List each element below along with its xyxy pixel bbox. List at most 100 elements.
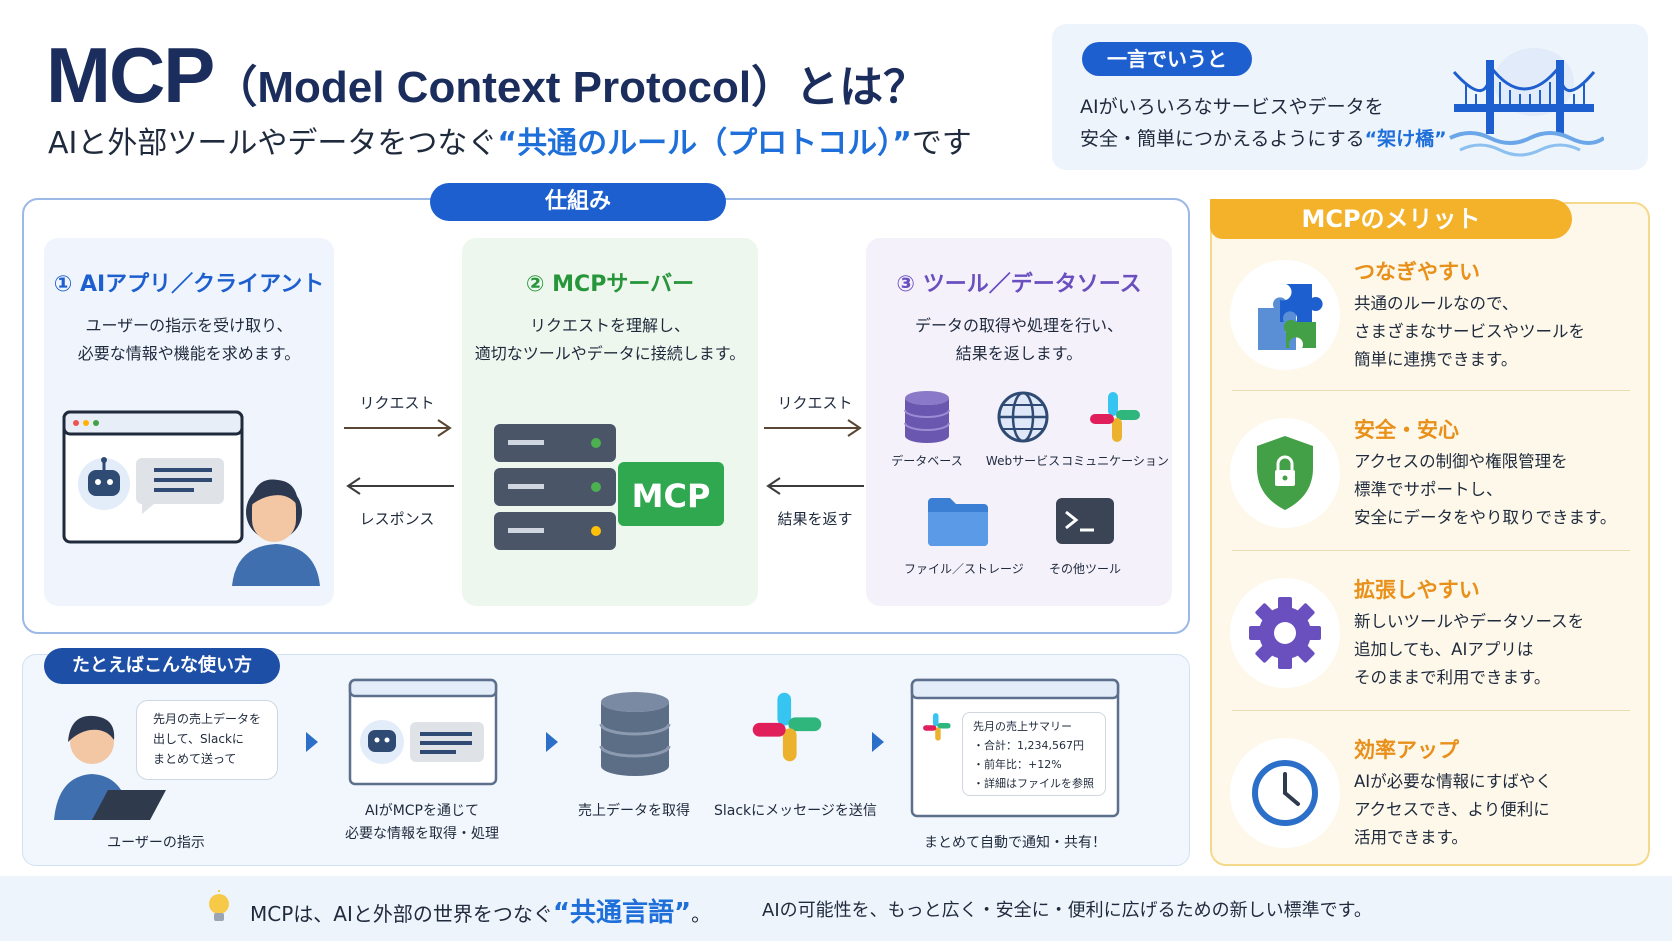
merit-item-efficiency: 効率アップ AIが必要な情報にすばやく アクセスでき、より便利に 活用できます。	[1230, 734, 1630, 884]
bridge-icon	[1449, 48, 1604, 157]
mcp-badge: MCP	[631, 477, 711, 515]
merit-item-secure: 安全・安心 アクセスの制御や権限管理を 標準でサポートし、 安全にデータをやり取…	[1230, 414, 1630, 564]
step-sales-label: 売上データを取得	[578, 803, 690, 819]
step-arrow-icon	[546, 732, 558, 752]
bubble-line2: 出して、Slackに	[153, 732, 244, 746]
summary-detail: ・詳細はファイルを参照	[973, 777, 1094, 790]
slack-icon	[1090, 392, 1140, 442]
merit-desc-connect: 共通のルールなので、 さまざまなサービスやツールを 簡単に連携できます。	[1354, 290, 1585, 374]
folder-icon	[928, 498, 988, 546]
tool-communication-label: コミュニケーション	[1061, 454, 1169, 468]
server-panel: ② MCPサーバー リクエストを理解し、 適切なツールやデータに接続します。 M…	[462, 238, 758, 606]
tools-title: ③ ツール／データソース	[896, 272, 1142, 297]
merit-item-connect: つなぎやすい 共通のルールなので、 さまざまなサービスやツールを 簡単に連携でき…	[1230, 256, 1630, 406]
merit-divider	[1232, 550, 1630, 551]
merit-icon-bg	[1230, 738, 1340, 848]
database-icon	[904, 391, 950, 443]
tool-database-label: データベース	[891, 454, 963, 468]
step-arrow-icon	[306, 732, 318, 752]
merit-desc-secure: アクセスの制御や権限管理を 標準でサポートし、 安全にデータをやり取りできます。	[1354, 448, 1616, 532]
globe-icon	[997, 391, 1049, 443]
merit-connect-line3: 簡単に連携できます。	[1354, 350, 1518, 369]
slack-icon	[752, 692, 822, 762]
sales-summary-card: 先月の売上サマリー ・合計：1,234,567円 ・前年比：+12% ・詳細はフ…	[962, 712, 1106, 796]
server-desc: リクエストを理解し、 適切なツールやデータに接続します。	[462, 312, 758, 368]
server-stack-icon	[494, 424, 724, 550]
page-subtitle: AIと外部ツールやデータをつなぐ“共通のルール（プロトコル）”です	[48, 118, 972, 162]
sales-database-icon	[599, 692, 671, 776]
arrow-response-2-label: 結果を返す	[777, 510, 853, 528]
step-arrow-icon	[872, 732, 884, 752]
merit-title-secure: 安全・安心	[1354, 418, 1459, 442]
one-word-line2-pre: 安全・簡単につかえるようにする	[1080, 128, 1365, 150]
subtitle-highlight: “共通のルール（プロトコル）”	[497, 126, 912, 161]
user-with-laptop-icon	[54, 715, 166, 820]
summary-yoy: ・前年比：+12%	[973, 758, 1062, 771]
tools-desc-line1: データの取得や処理を行い、	[914, 316, 1123, 335]
clock-icon	[1252, 760, 1318, 826]
merit-extend-line2: 追加しても、AIアプリは	[1354, 640, 1534, 659]
example-label: たとえばこんな使い方	[44, 648, 280, 684]
one-word-label: 一言でいうと	[1082, 42, 1252, 76]
summary-title: 先月の売上サマリー	[973, 720, 1072, 733]
merit-divider	[1232, 390, 1630, 391]
tool-web-label: Webサービス	[985, 454, 1061, 468]
footer-pre: MCPは、AIと外部の世界をつなぐ	[250, 902, 553, 926]
merit-divider	[1232, 710, 1630, 711]
server-title: ② MCPサーバー	[525, 272, 695, 297]
tools-desc: データの取得や処理を行い、 結果を返します。	[866, 312, 1172, 368]
step-ai-label: AIがMCPを通じて 必要な情報を取得・処理	[322, 800, 522, 846]
mechanism-label: 仕組み	[430, 183, 726, 221]
footer-text-main: MCPは、AIと外部の世界をつなぐ“共通言語”。	[250, 892, 711, 929]
step-ai-label-line2: 必要な情報を取得・処理	[345, 826, 499, 842]
client-desc-line1: ユーザーの指示を受け取り、	[85, 316, 293, 335]
bubble-line1: 先月の売上データを	[153, 712, 262, 726]
merit-extend-line3: そのままで利用できます。	[1354, 668, 1551, 687]
merit-secure-line2: 標準でサポートし、	[1354, 480, 1503, 499]
step-notify-label: まとめて自動で通知・共有！	[924, 835, 1106, 851]
summary-total: ・合計：1,234,567円	[973, 739, 1084, 752]
tool-other-label: その他ツール	[1048, 562, 1121, 576]
merit-extend-line1: 新しいツールやデータソースを	[1354, 612, 1585, 631]
subtitle-post: です	[911, 126, 972, 161]
puzzle-icon	[1258, 284, 1323, 350]
page-title: MCP（Model Context Protocol）とは？	[46, 30, 927, 121]
ai-app-small-window-icon	[348, 678, 498, 786]
merit-desc-efficiency: AIが必要な情報にすばやく アクセスでき、より便利に 活用できます。	[1354, 768, 1552, 852]
tools-desc-line2: 結果を返します。	[955, 344, 1083, 363]
title-main: MCP	[46, 31, 215, 119]
merit-item-extend: 拡張しやすい 新しいツールやデータソースを 追加しても、AIアプリは そのままで…	[1230, 574, 1630, 724]
shield-lock-icon	[1257, 436, 1313, 510]
one-word-line2: 安全・簡単につかえるようにする“架け橋”	[1080, 124, 1447, 151]
arrow-right-icon	[344, 419, 452, 437]
arrow-response-1-label: レスポンス	[359, 510, 435, 528]
merit-icon-bg	[1230, 578, 1340, 688]
step-slack-label: Slackにメッセージを送信	[714, 803, 877, 819]
client-desc-line2: 必要な情報や機能を求めます。	[77, 344, 301, 363]
merit-connect-line1: 共通のルールなので、	[1354, 294, 1519, 313]
merit-secure-line3: 安全にデータをやり取りできます。	[1354, 508, 1617, 527]
one-word-line2-highlight: “架け橋”	[1364, 128, 1447, 150]
footer-highlight: “共通言語”	[552, 898, 692, 928]
server-desc-line2: 適切なツールやデータに接続します。	[474, 344, 746, 363]
title-rest: （Model Context Protocol）とは？	[213, 63, 928, 112]
lightbulb-icon	[209, 890, 229, 921]
merit-connect-line2: さまざまなサービスやツールを	[1354, 322, 1585, 341]
merit-efficiency-line1: AIが必要な情報にすばやく	[1354, 772, 1552, 791]
client-panel: ① AIアプリ／クライアント ユーザーの指示を受け取り、 必要な情報や機能を求め…	[44, 238, 334, 606]
arrow-right-icon	[764, 419, 862, 437]
merit-title-connect: つなぎやすい	[1354, 260, 1480, 284]
tool-file-storage-label: ファイル／ストレージ	[904, 562, 1024, 576]
tools-panel: ③ ツール／データソース データの取得や処理を行い、 結果を返します。 データベ…	[866, 238, 1172, 606]
bubble-line3: まとめて送って	[153, 752, 237, 766]
merit-efficiency-line3: 活用できます。	[1354, 828, 1468, 847]
server-desc-line1: リクエストを理解し、	[529, 316, 690, 335]
step-user-label: ユーザーの指示	[107, 835, 205, 851]
user-speech-bubble: 先月の売上データを 出して、Slackに まとめて送って	[136, 700, 278, 780]
merit-title-efficiency: 効率アップ	[1354, 738, 1459, 762]
merit-icon-bg	[1230, 418, 1340, 528]
client-title: ① AIアプリ／クライアント	[53, 272, 325, 297]
step-ai-label-line1: AIがMCPを通じて	[364, 803, 479, 819]
terminal-icon	[1056, 498, 1114, 544]
